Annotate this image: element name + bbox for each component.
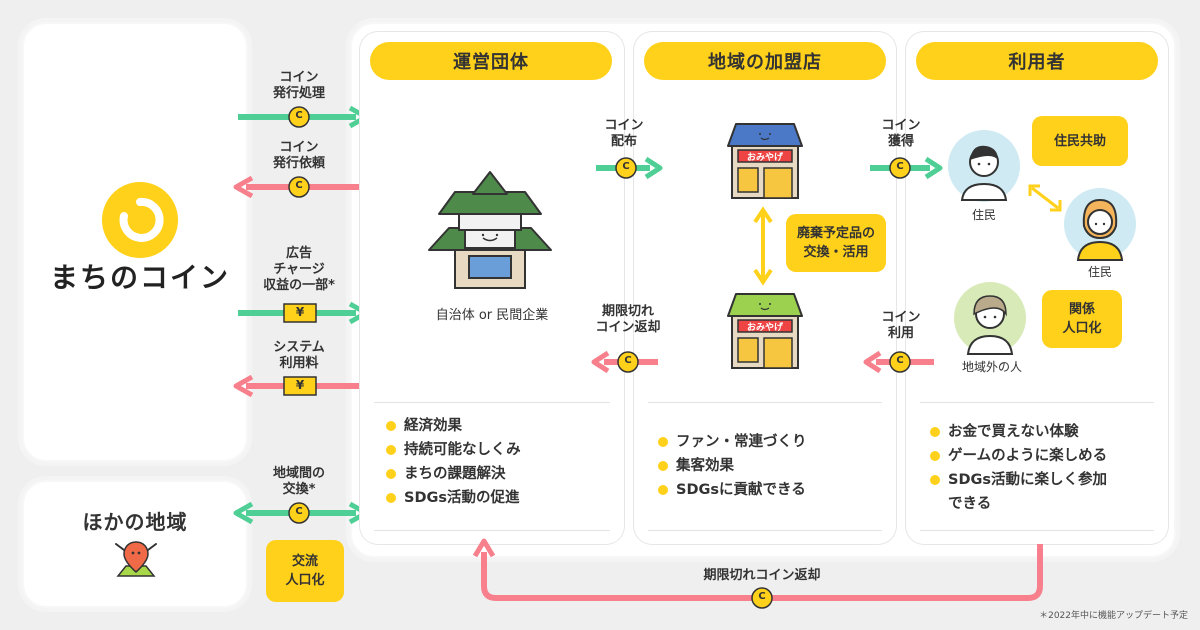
return-expired-label: 期限切れ コイン返却 bbox=[595, 304, 661, 335]
user-benefits: お金で買えない体験 ゲームのように楽しめる SDGs活動に楽しく参加 できる bbox=[928, 420, 1160, 516]
list-item: ファン・常連づくり bbox=[656, 430, 876, 454]
coin-symbol: C bbox=[622, 161, 630, 172]
operator-entity-label: 自治体 or 民間企業 bbox=[435, 308, 549, 323]
coin-issue-request-label: コイン 発行依頼 bbox=[272, 140, 325, 171]
resident-a-label: 住民 bbox=[971, 208, 996, 222]
acquire-label: コイン 獲得 bbox=[881, 118, 921, 149]
list-item: 集客効果 bbox=[656, 454, 876, 478]
coin-icon bbox=[288, 106, 310, 128]
separator bbox=[374, 530, 610, 531]
coin-symbol: C bbox=[295, 180, 303, 191]
list-item: まちの課題解決 bbox=[384, 462, 604, 486]
inter-region-exchange-label: 地域間の 交換* bbox=[272, 466, 325, 497]
yen-ticket-icon bbox=[283, 303, 317, 323]
separator bbox=[374, 402, 610, 403]
souvenir-shop-top-icon bbox=[727, 123, 803, 199]
resident-man-icon bbox=[948, 130, 1020, 202]
yen-symbol: ¥ bbox=[295, 378, 305, 392]
list-item: お金で買えない体験 bbox=[928, 420, 1160, 444]
member-store-benefits: ファン・常連づくり 集客効果 SDGsに貢献できる bbox=[656, 430, 876, 502]
list-item: 経済効果 bbox=[384, 414, 604, 438]
separator bbox=[920, 530, 1154, 531]
list-item: 持続可能なしくみ bbox=[384, 438, 604, 462]
yen-symbol: ¥ bbox=[295, 305, 305, 319]
coin-symbol: C bbox=[896, 161, 904, 172]
machi-no-coin-logo-icon bbox=[102, 182, 178, 258]
operator-benefits: 経済効果 持続可能なしくみ まちの課題解決 SDGs活動の促進 bbox=[384, 414, 604, 510]
exchange-population-bubble: 交流 人口化 bbox=[266, 540, 344, 602]
shop-sign-text: おみやげ bbox=[746, 153, 783, 163]
column-member-stores bbox=[634, 32, 896, 544]
coin-symbol: C bbox=[295, 110, 303, 121]
coin-symbol: C bbox=[896, 355, 904, 366]
coin-icon bbox=[615, 157, 637, 179]
coin-icon bbox=[617, 351, 639, 373]
coin-icon bbox=[889, 157, 911, 179]
shop-sign-text: おみやげ bbox=[746, 323, 783, 333]
souvenir-shop-bottom-icon bbox=[727, 293, 803, 369]
coin-symbol: C bbox=[758, 591, 766, 602]
yen-ticket-icon bbox=[283, 376, 317, 396]
waste-exchange-bubble: 廃棄予定品の 交換・活用 bbox=[786, 214, 886, 272]
coin-icon bbox=[288, 502, 310, 524]
bottom-return-label: 期限切れコイン返却 bbox=[703, 568, 821, 583]
coin-symbol: C bbox=[295, 506, 303, 517]
mutual-aid-bubble: 住民共助 bbox=[1032, 116, 1128, 166]
operator-title: 運営団体 bbox=[370, 42, 612, 80]
resident-woman-icon bbox=[1064, 188, 1136, 261]
separator bbox=[648, 530, 882, 531]
users-title: 利用者 bbox=[916, 42, 1158, 80]
other-region-title: ほかの地域 bbox=[82, 510, 188, 534]
list-item: SDGsに貢献できる bbox=[656, 478, 876, 502]
coin-icon bbox=[288, 176, 310, 198]
outsider-person-icon bbox=[954, 282, 1026, 355]
coin-icon bbox=[751, 587, 773, 609]
separator bbox=[648, 402, 882, 403]
separator bbox=[920, 402, 1154, 403]
coin-icon bbox=[889, 351, 911, 373]
list-item: ゲームのように楽しめる bbox=[928, 444, 1160, 468]
logo-text: まちのコイン bbox=[50, 261, 231, 294]
castle-building-icon bbox=[428, 171, 552, 289]
coin-symbol: C bbox=[624, 355, 632, 366]
coin-issue-processing-label: コイン 発行処理 bbox=[272, 70, 325, 101]
resident-b-label: 住民 bbox=[1087, 265, 1112, 279]
map-pin-mascot-icon bbox=[115, 541, 157, 577]
list-item: SDGs活動に楽しく参加 できる bbox=[928, 468, 1160, 516]
outsider-label: 地域外の人 bbox=[961, 360, 1022, 374]
member-stores-title: 地域の加盟店 bbox=[644, 42, 886, 80]
ad-charge-revenue-label: 広告 チャージ 収益の一部* bbox=[263, 246, 335, 293]
footnote: ＊2022年中に機能アップデート予定 bbox=[1039, 611, 1188, 621]
system-fee-label: システム 利用料 bbox=[273, 340, 325, 371]
distribute-label: コイン 配布 bbox=[604, 118, 644, 149]
list-item: SDGs活動の促進 bbox=[384, 486, 604, 510]
use-label: コイン 利用 bbox=[881, 310, 921, 341]
related-population-bubble: 関係 人口化 bbox=[1042, 290, 1122, 348]
